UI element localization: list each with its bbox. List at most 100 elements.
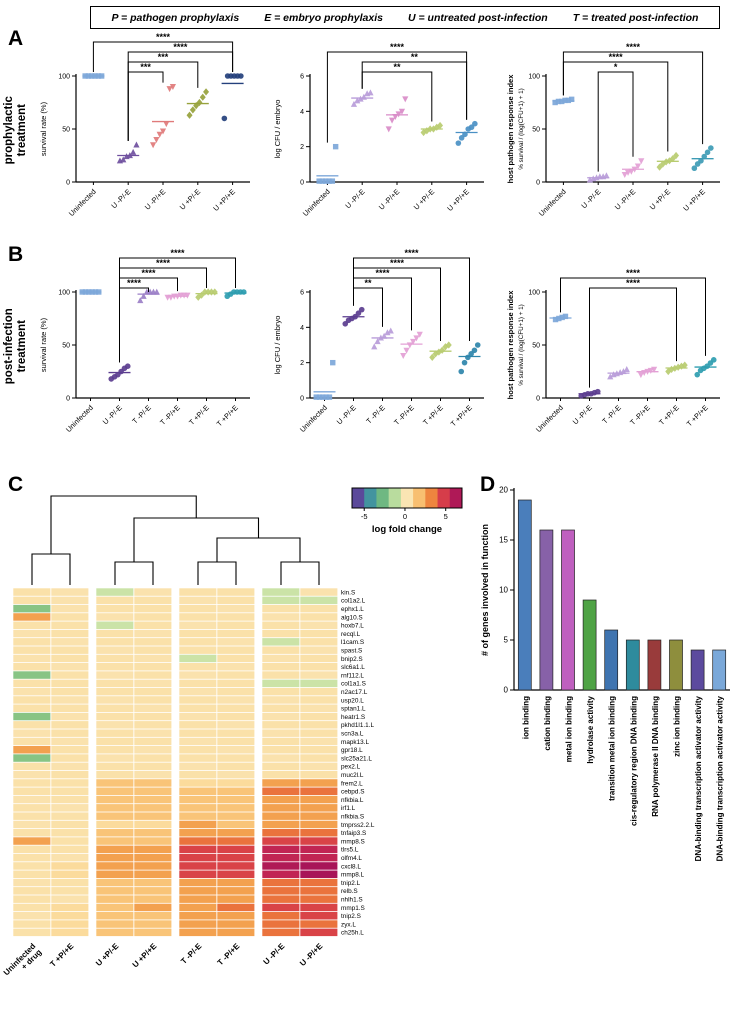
heatmap-cell [262,770,300,779]
data-point [678,362,685,370]
heatmap-cell [300,887,338,895]
heatmap-cell [179,878,217,887]
colorbar-segment [449,488,463,508]
colorbar-segment [376,488,390,508]
data-point [377,334,384,341]
heatmap-cell [262,679,300,688]
heatmap-cell [96,870,134,878]
heatmap-cell [300,853,338,862]
heatmap-cell [217,729,255,737]
data-point [621,171,628,178]
heatmap-cell [262,754,300,762]
heatmap-cell [300,812,338,820]
heatmap-cell [217,912,255,920]
significance-stars: **** [127,278,142,288]
data-point [330,359,336,366]
data-point [159,128,167,135]
heatmap-cell [179,762,217,771]
gene-label: tnip2.L [341,880,361,887]
heatmap-cell [51,687,89,696]
heatmap-cell [179,737,217,746]
heatmap-cell [262,596,300,605]
data-point [691,165,698,172]
data-point [708,145,714,151]
gene-label: tnfaip3.S [341,830,366,837]
heatmap-cell [134,663,172,671]
heatmap-cell [96,604,134,613]
x-category-label: RNA polymerase II DNA binding [651,696,660,817]
heatmap-cell [262,613,300,621]
heatmap-cell [217,721,255,729]
data-point [199,93,206,101]
heatmap-cell [96,770,134,779]
heatmap-cell [96,704,134,712]
heatmap-cell [134,604,172,613]
heatmap-cell [13,853,51,862]
heatmap-cell [51,878,89,887]
heatmap-cell [179,820,217,829]
bar [712,649,727,691]
heatmap-cell [134,588,172,596]
data-point [95,73,102,79]
heatmap-cell [96,878,134,887]
heatmap-cell [300,845,338,854]
significance-stars: **** [609,52,624,62]
x-category-label: T -P/+E [628,403,652,427]
data-point [694,371,701,378]
heatmap-cell [96,928,134,937]
data-point [445,341,452,349]
bar [604,629,619,691]
heatmap-cell [51,770,89,779]
y-tick-label: 50 [532,343,540,350]
gene-label: gpr18.L [341,747,363,754]
y-tick-label: 0 [300,396,304,403]
heatmap-cell [217,621,255,629]
data-point [430,125,437,133]
heatmap-cell [134,712,172,721]
data-point [358,306,365,313]
heatmap-cell [262,928,300,937]
heatmap-cell [179,754,217,762]
x-category-label: U -P/-E [109,187,132,210]
data-point [462,131,468,138]
heatmap-cell [262,878,300,887]
panel-b-row-label-line2: treatment [16,320,28,373]
heatmap-cell [217,878,255,887]
y-tick-label: 5 [504,636,509,645]
data-point [85,73,92,79]
heatmap-column-label: U -P/+E [298,941,325,968]
heatmap-cell [51,588,89,596]
gene-label: bnip2.S [341,656,363,663]
data-point [555,98,562,105]
panel-b-letter: B [8,243,24,266]
heatmap-cell [96,721,134,729]
data-point [238,73,244,79]
gene-label: scn3a.L [341,730,364,737]
heatmap-cell [96,845,134,854]
data-point [205,288,212,296]
y-axis-label: survival rate (%) [39,101,48,156]
x-category-label: U +P/+E [211,187,237,213]
data-point [86,289,92,295]
heatmap-cell [13,887,51,895]
data-point [673,151,680,160]
heatmap-cell [217,638,255,646]
heatmap-cell [300,912,338,920]
data-point [468,124,475,131]
data-point [665,367,672,376]
significance-stars: * [614,62,618,72]
heatmap-cell [134,912,172,920]
heatmap-cell [217,613,255,621]
heatmap-cell [51,887,89,895]
x-category-label: cis-regulatory region DNA binding [629,696,638,826]
x-category-label: T +P/+E [449,403,474,428]
gene-label: cxcl8.L [341,863,361,870]
heatmap-cell [134,853,172,862]
heatmap-cell [300,646,338,654]
significance-bracket [361,61,468,120]
data-point [461,359,468,366]
heatmap-cell [134,779,172,787]
